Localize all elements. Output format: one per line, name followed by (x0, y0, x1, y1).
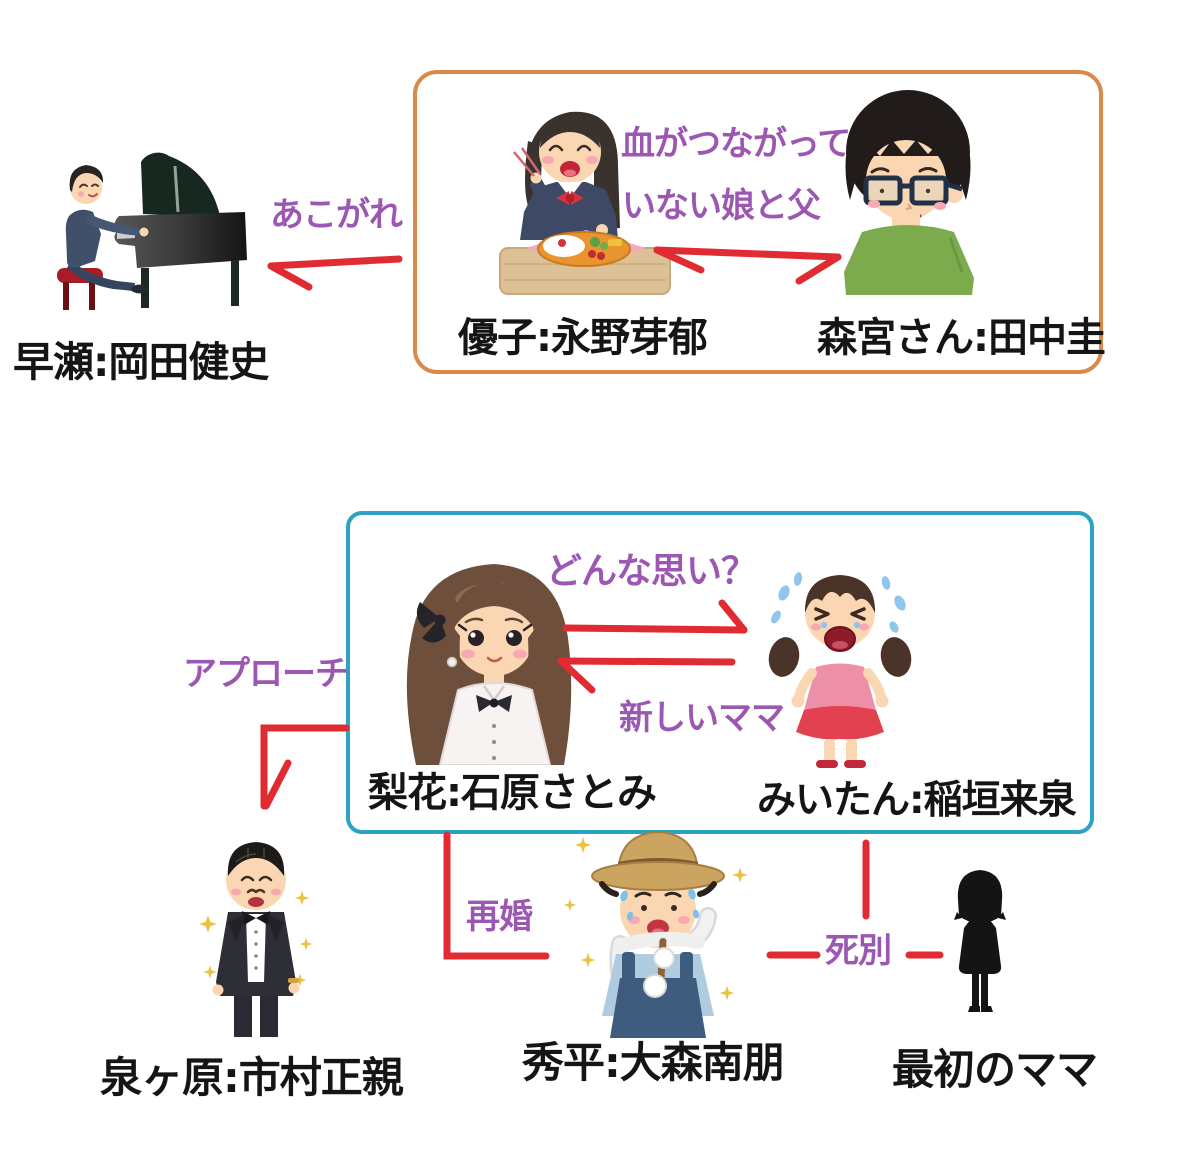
relation-label-approach: アプローチ (183, 654, 349, 694)
person-label-shuhei: 秀平:大森南朋 (522, 1038, 785, 1087)
family-box-mother-child (346, 511, 1094, 834)
note-blood-line1: 血がつながって (621, 124, 851, 164)
arrow-akogare (267, 255, 403, 291)
pianist-illustration (57, 152, 247, 310)
father-glasses-illustration (844, 90, 974, 295)
relation-label-bereavement: 死別 (825, 931, 892, 971)
person-label-morimiya: 森宮さん:田中圭 (817, 315, 1106, 361)
connector-approach (260, 724, 350, 810)
person-label-miitan: みいたん:稲垣来泉 (757, 778, 1077, 823)
relation-label-new-mama: 新しいママ (619, 698, 785, 738)
person-label-hayase: 早瀬:岡田健史 (13, 338, 269, 386)
relation-label-remarriage: 再婚 (466, 897, 533, 937)
person-label-rika: 梨花:石原さとみ (368, 770, 657, 816)
tuxedo-man-illustration (199, 842, 313, 1037)
daughter-eating-illustration (499, 111, 671, 295)
person-label-izumigahara: 泉ヶ原:市村正親 (100, 1053, 404, 1102)
person-label-yuko: 優子:永野芽郁 (458, 315, 708, 361)
person-label-first-mama: 最初のママ (892, 1045, 1098, 1094)
crying-girl-illustration (768, 572, 912, 768)
mother-rika-illustration (406, 564, 572, 765)
note-blood-line2: いない娘と父 (622, 186, 821, 226)
farmer-illustration (563, 830, 748, 1038)
connector-remarriage (443, 831, 550, 960)
relation-label-akogare: あこがれ (270, 195, 403, 235)
first-mama-silhouette (954, 870, 1006, 1012)
relation-label-question: どんな思い？ (546, 551, 757, 592)
family-box-daughter-father (413, 70, 1103, 374)
